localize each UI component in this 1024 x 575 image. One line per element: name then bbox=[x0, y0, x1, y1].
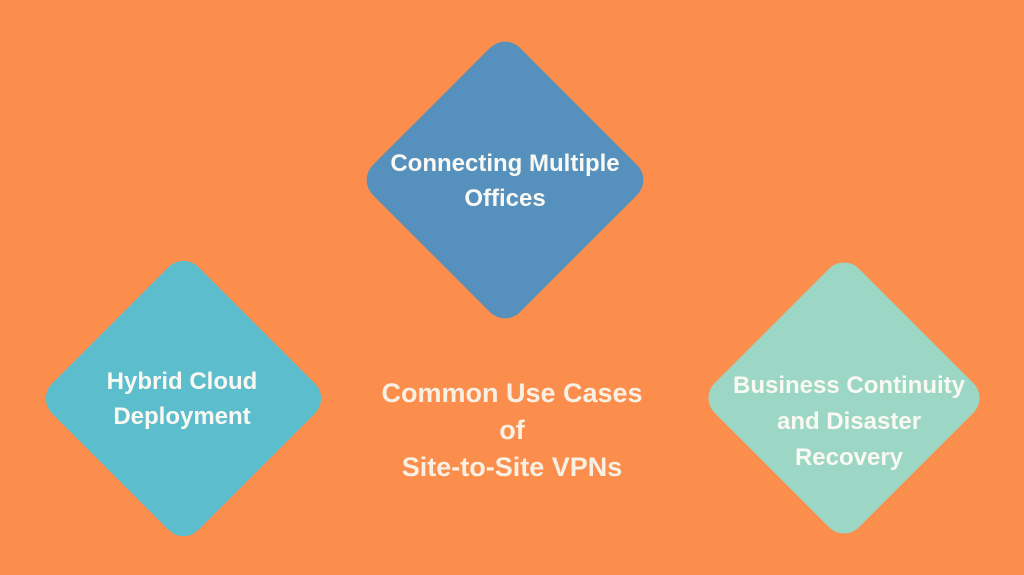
diamond-label-hybrid-cloud-deployment: Hybrid Cloud Deployment bbox=[42, 364, 322, 434]
diamond-label-line: Recovery bbox=[794, 444, 904, 471]
diamond-label-line: Connecting Multiple bbox=[390, 150, 620, 177]
diamond-label-line: Business Continuity bbox=[732, 372, 966, 399]
diamond-label-line: Hybrid Cloud bbox=[106, 368, 258, 395]
diamond-label-connecting-multiple-offices: Connecting Multiple Offices bbox=[355, 146, 655, 216]
page-title-line: Site-to-Site VPNs bbox=[401, 452, 623, 482]
page-title: Common Use Cases of Site-to-Site VPNs bbox=[362, 375, 662, 486]
page-title-line: of bbox=[499, 415, 525, 445]
diamond-label-line: Deployment bbox=[113, 403, 251, 430]
page-title-line: Common Use Cases bbox=[381, 378, 643, 408]
diamond-label-line: Offices bbox=[464, 185, 546, 212]
diamond-label-line: and Disaster bbox=[776, 408, 922, 435]
diamond-label-business-continuity-and-disaster-recovery: Business Continuity and Disaster Recover… bbox=[709, 368, 989, 476]
